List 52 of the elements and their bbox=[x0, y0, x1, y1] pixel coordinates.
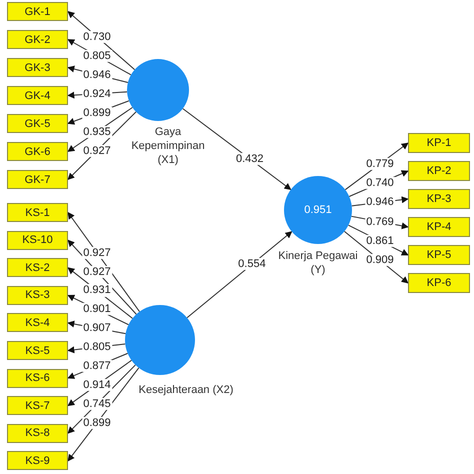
path-coefficient-label: 0.432 bbox=[234, 152, 265, 165]
indicator-box: GK-7 bbox=[7, 170, 68, 189]
indicator-box: KS-8 bbox=[7, 424, 68, 443]
path-coefficient-label: 0.805 bbox=[82, 50, 112, 62]
indicator-box: KS-4 bbox=[7, 313, 68, 332]
indicator-box: KP-2 bbox=[408, 161, 470, 181]
indicator-box: KS-9 bbox=[7, 451, 68, 470]
indicator-box: KS-3 bbox=[7, 286, 68, 305]
path-coefficient-label: 0.927 bbox=[82, 266, 112, 278]
path-coefficient-label: 0.779 bbox=[365, 158, 395, 170]
path-coefficient-label: 0.909 bbox=[365, 254, 395, 266]
indicator-box: GK-1 bbox=[7, 2, 68, 21]
indicator-box: KS-6 bbox=[7, 368, 68, 388]
indicator-box: KP-4 bbox=[408, 217, 470, 237]
indicator-box: KS-1 bbox=[7, 203, 68, 222]
indicator-box: KP-3 bbox=[408, 189, 470, 209]
variable-label: Kinerja Pegawai (Y) bbox=[277, 250, 359, 278]
path-coefficient-label: 0.946 bbox=[82, 68, 112, 81]
indicator-box: GK-2 bbox=[7, 30, 68, 49]
path-coefficient-label: 0.745 bbox=[82, 398, 112, 410]
indicator-box: KP-5 bbox=[408, 245, 470, 265]
path-coefficient-label: 0.914 bbox=[82, 378, 112, 392]
path-coefficient-label: 0.554 bbox=[237, 258, 267, 270]
indicator-box: KP-6 bbox=[408, 273, 470, 293]
indicator-box: KP-1 bbox=[408, 133, 470, 153]
path-coefficient-label: 0.907 bbox=[82, 322, 112, 334]
indicator-box: GK-5 bbox=[7, 114, 68, 133]
r-squared-value: 0.951 bbox=[304, 204, 332, 216]
indicator-box: GK-4 bbox=[7, 86, 68, 105]
path-coefficient-label: 0.877 bbox=[82, 360, 112, 372]
path-coefficient-label: 0.805 bbox=[82, 341, 112, 354]
path-coefficient-label: 0.927 bbox=[82, 144, 112, 157]
variable-label: Gaya Kepemimpinan (X1) bbox=[130, 126, 206, 168]
indicator-box: KS-10 bbox=[7, 230, 68, 250]
path-coefficient-label: 0.769 bbox=[365, 216, 395, 228]
indicator-box: GK-6 bbox=[7, 142, 68, 161]
path-coefficient-label: 0.935 bbox=[82, 126, 112, 138]
path-coefficient-label: 0.931 bbox=[82, 284, 112, 297]
path-coefficient-label: 0.740 bbox=[365, 177, 395, 190]
path-coefficient-label: 0.901 bbox=[82, 303, 112, 316]
indicator-box: KS-5 bbox=[7, 341, 68, 360]
path-coefficient-label: 0.899 bbox=[82, 106, 112, 119]
indicator-box: KS-7 bbox=[7, 396, 68, 416]
path-coefficient-label: 0.927 bbox=[82, 246, 112, 259]
path-coefficient-label: 0.899 bbox=[82, 416, 112, 429]
indicator-box: KS-2 bbox=[7, 258, 68, 278]
path-coefficient-label: 0.946 bbox=[365, 196, 395, 208]
variable-label: Kesejahteraan (X2) bbox=[138, 384, 234, 398]
path-coefficient-label: 0.924 bbox=[82, 88, 112, 100]
path-coefficient-label: 0.861 bbox=[365, 234, 395, 248]
path-coefficient-label: 0.730 bbox=[82, 30, 112, 43]
indicator-box: GK-3 bbox=[7, 58, 68, 77]
